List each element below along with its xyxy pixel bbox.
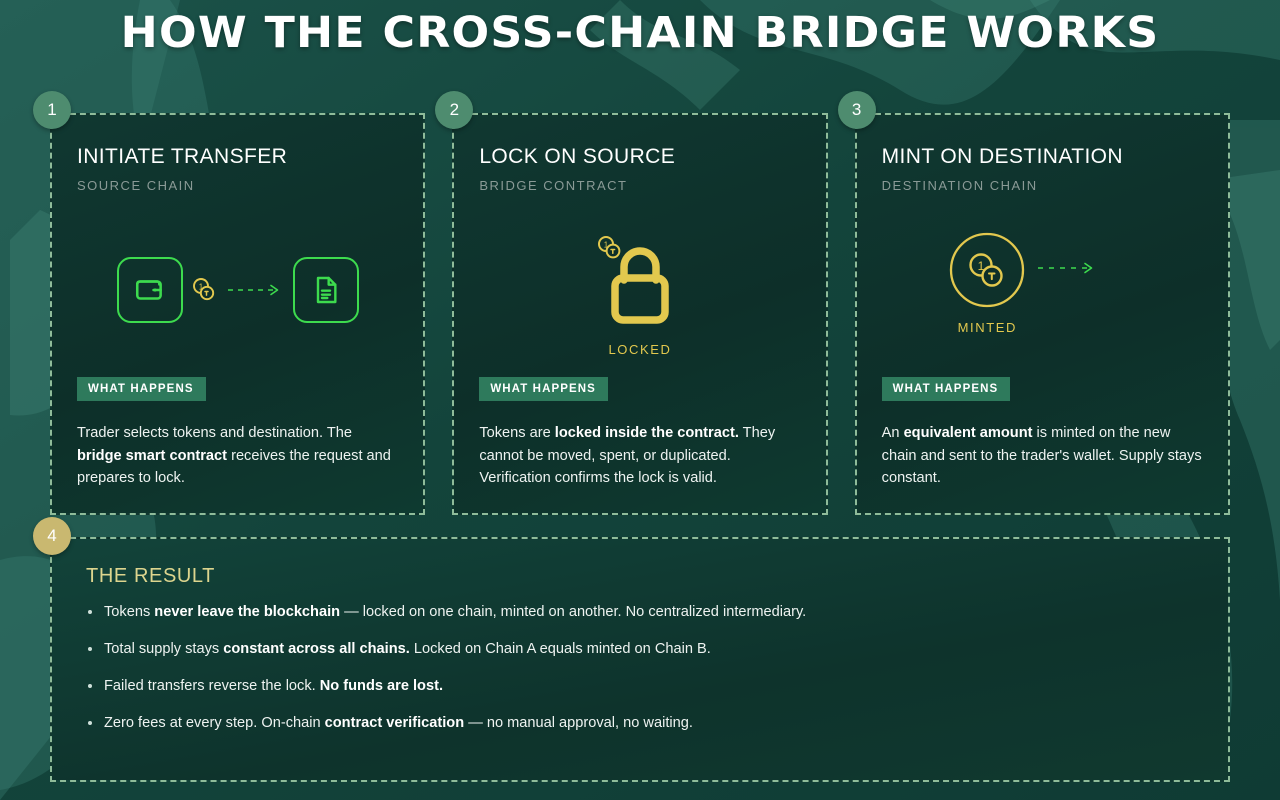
wallet-icon (135, 280, 162, 300)
wallet-icon-box (116, 257, 183, 324)
svg-text:1: 1 (198, 283, 203, 292)
what-happens-chip-wrap-1: What Happens (77, 377, 398, 402)
step-card-3[interactable]: 3 Mint on Destination Destination Chain … (837, 91, 1230, 515)
step-illustration-2: 1 Locked (479, 215, 800, 365)
page-title: How the Cross-Chain Bridge Works (120, 8, 1160, 58)
step-title-3: Mint on Destination (881, 145, 1123, 168)
dashed-arrow-icon (227, 284, 278, 296)
steps-row: 1 Initiate Transfer Source Chain 1 (33, 91, 1230, 515)
step-subtitle-3: Destination Chain (881, 178, 1038, 194)
document-icon-box (292, 257, 359, 324)
what-happens-chip-2: What Happens (479, 377, 608, 402)
step-badge-1: 1 (33, 91, 71, 129)
step-badge-2: 2 (435, 91, 474, 129)
what-happens-chip-3: What Happens (881, 377, 1011, 402)
step-illustration-1: 1 (77, 215, 398, 365)
step-illustration-3: 1 Minted (882, 215, 1203, 365)
result-title: The Result (86, 565, 215, 587)
result-bullet-item: Zero fees at every step. On-chain contra… (86, 713, 1194, 733)
document-icon (316, 276, 337, 304)
step-card-2[interactable]: 2 Lock on Source Bridge Contract 1 Locke… (435, 91, 828, 515)
svg-text:1: 1 (978, 259, 985, 273)
state-label-3: Minted (957, 319, 1018, 335)
what-happens-chip-wrap-3: What Happens (881, 377, 1203, 402)
state-label-2: Locked (608, 341, 672, 357)
step-subtitle-1: Source Chain (77, 178, 195, 194)
result-bullet-item: Failed transfers reverse the lock. No fu… (86, 676, 1194, 696)
padlock-icon: 1 (597, 235, 669, 324)
step-badge-3: 3 (837, 91, 876, 129)
step-body-2: Tokens are locked inside the contract. T… (479, 425, 776, 487)
step-title-2: Lock on Source (479, 145, 676, 168)
step-body-3: An equivalent amount is minted on the ne… (881, 425, 1202, 487)
result-badge: 4 (33, 517, 71, 555)
step-body-1: Trader selects tokens and destination. T… (77, 425, 391, 487)
result-bullet-item: Total supply stays constant across all c… (86, 639, 1194, 659)
result-panel: 4 The Result Tokens never leave the bloc… (33, 517, 1230, 782)
result-bullet-item: Tokens never leave the blockchain — lock… (86, 602, 1194, 622)
step-title-1: Initiate Transfer (77, 145, 288, 168)
what-happens-chip-1: What Happens (77, 377, 206, 402)
coins-icon: 1 (192, 278, 214, 301)
coin-circle-icon: 1 (950, 232, 1025, 307)
what-happens-chip-wrap-2: What Happens (479, 377, 800, 402)
dashed-arrow-icon (1038, 262, 1093, 274)
step-subtitle-2: Bridge Contract (479, 178, 628, 194)
svg-text:1: 1 (604, 240, 609, 249)
step-card-1[interactable]: 1 Initiate Transfer Source Chain 1 (33, 91, 426, 515)
result-bullet-list: Tokens never leave the blockchain — lock… (86, 602, 1194, 733)
